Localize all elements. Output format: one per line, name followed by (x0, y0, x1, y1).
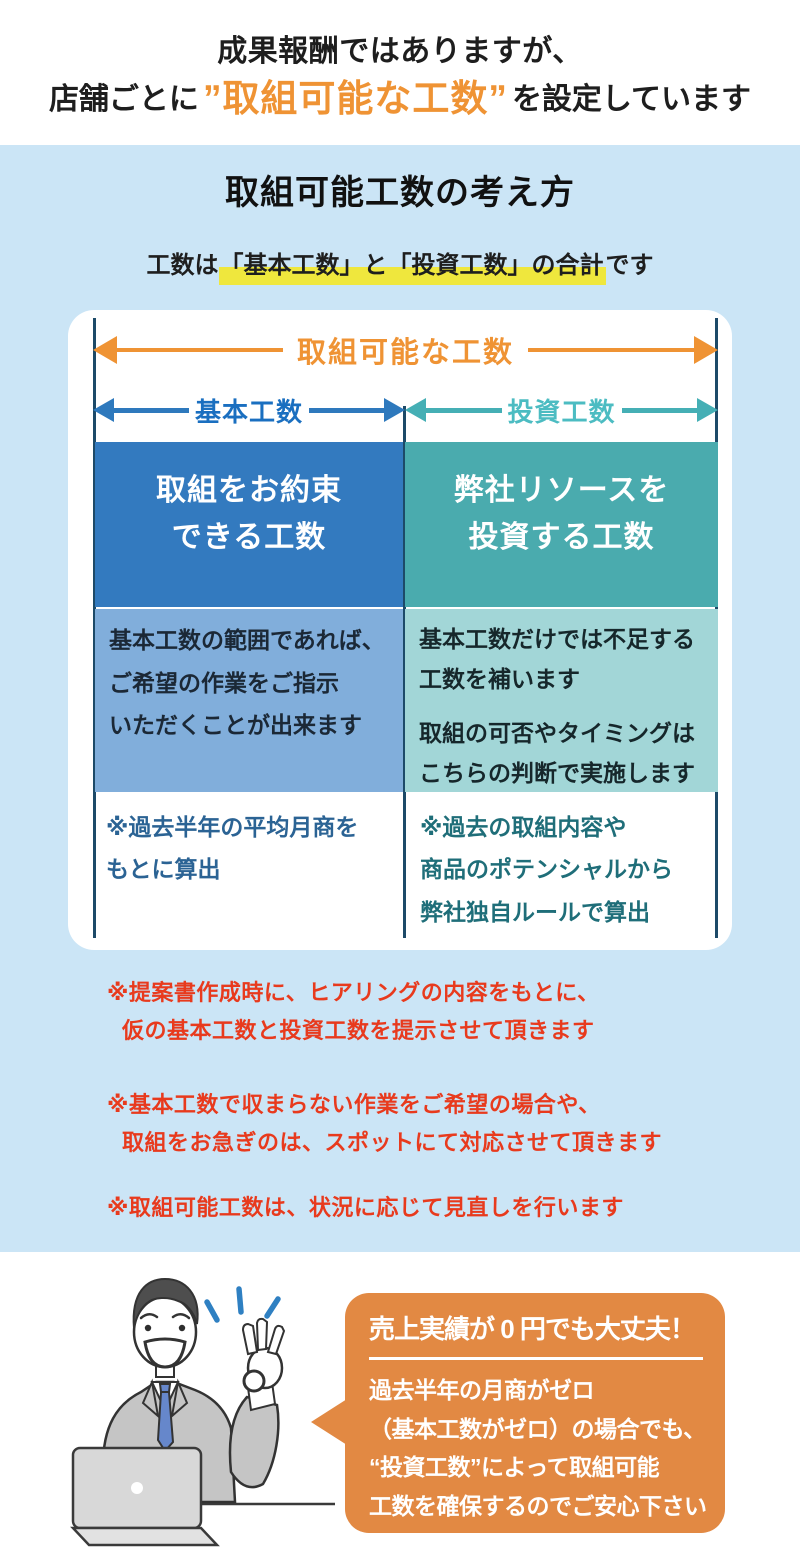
section-title: 取組可能工数の考え方 (225, 174, 575, 212)
invest-manhours-label: 投資工数 (507, 396, 616, 427)
subtitle-post: です (605, 252, 654, 279)
section-subtitle: 工数は「基本工数」と「投資工数」の合計です (0, 245, 800, 285)
subtitle-pre: 工数は (146, 252, 219, 279)
arrow-shaft (621, 407, 698, 413)
laptop-logo-dot (131, 1482, 143, 1494)
finger (266, 1324, 286, 1356)
headline-line1: 成果報酬ではありますが、 (217, 35, 583, 68)
remark-spot-support: ※基本工数で収まらない作業をご希望の場合や、 取組をお急ぎのは、スポットにて対応… (107, 1086, 662, 1162)
eyebrow-right (171, 1313, 191, 1320)
remark-line: 取組をお急ぎのは、スポットにて対応させて頂きます (122, 1130, 663, 1155)
headline-line2: 店舗ごとに”取組可能な工数”を設定しています (0, 68, 800, 122)
total-manhours-label: 取組可能な工数 (297, 337, 515, 369)
emphasis-line (204, 1299, 220, 1323)
invest-manhours-description: 基本工数だけでは不足する 工数を補います 取組の可否やタイミングは こちらの判断… (405, 609, 718, 792)
open-smile-mouth (143, 1337, 187, 1369)
subtitle-highlighted: 「基本工数」と「投資工数」の合計 (218, 252, 606, 285)
manhours-diagram-card: 取組可能な工数 基本工数 投資工数 取組をお約束 できる工数 弊社リソースを 投… (68, 310, 732, 950)
tie (156, 1391, 175, 1453)
arrow-shaft (426, 407, 502, 413)
invest-description-paragraph2: 取組の可否やタイミングは こちらの判断で実施します (419, 720, 695, 786)
suit-lapel-right (170, 1378, 189, 1419)
headline-line2-pre: 店舗ごとに (48, 83, 199, 116)
remark-proposal: ※提案書作成時に、ヒアリングの内容をもとに、 仮の基本工数と投資工数を提示させて… (107, 974, 600, 1050)
basic-manhours-label: 基本工数 (195, 396, 304, 427)
basic-manhours-description: 基本工数の範囲であれば、 ご希望の作業をご指示 いただくことが出来ます (95, 609, 403, 792)
basic-calculation-note: ※過去半年の平均月商を もとに算出 (106, 814, 359, 883)
remark-line: ※提案書作成時に、ヒアリングの内容をもとに、 (107, 980, 600, 1005)
emphasis-line (236, 1286, 244, 1315)
remark-line: ※基本工数で収まらない作業をご希望の場合や、 (107, 1092, 601, 1117)
finger (241, 1322, 259, 1356)
arrow-shaft (114, 407, 189, 413)
invest-manhours-arrow: 投資工数 (405, 394, 719, 427)
arrow-shaft (528, 348, 695, 352)
arrow-shaft (309, 407, 385, 413)
headline-line2-accent: ”取組可能な工数” (202, 78, 508, 119)
eye-left (144, 1324, 152, 1332)
headline-line2-post: を設定しています (511, 83, 752, 116)
arrow-shaft (117, 348, 283, 352)
callout-body: 過去半年の月商がゼロ （基本工数がゼロ）の場合でも、 “投資工数”によって取組可… (369, 1377, 707, 1519)
diagram-middle-boundary-line (403, 406, 406, 938)
arrow-right-head-icon (694, 336, 719, 364)
eyebrow-left (139, 1313, 159, 1320)
laptop-base (70, 1526, 220, 1547)
diagram-left-boundary-line (93, 318, 96, 938)
total-manhours-arrow: 取組可能な工数 (93, 332, 719, 369)
concept-section: 取組可能工数の考え方 工数は「基本工数」と「投資工数」の合計です 取組可能な工数… (0, 145, 800, 1252)
emphasis-line (264, 1296, 281, 1319)
tie-knot (158, 1383, 172, 1393)
suit-lapel-left (141, 1378, 160, 1419)
raised-arm-sleeve (228, 1395, 280, 1489)
speech-bubble-tail (311, 1399, 347, 1445)
invest-description-paragraph1: 基本工数だけでは不足する 工数を補います (419, 626, 695, 692)
eye-right (178, 1324, 186, 1332)
remark-line: 仮の基本工数と投資工数を提示させて頂きます (122, 1018, 595, 1043)
basic-manhours-arrow: 基本工数 (93, 394, 406, 427)
invest-calculation-note: ※過去の取組内容や 商品のポテンシャルから 弊社独自ルールで算出 (420, 814, 673, 925)
ok-circle (242, 1369, 266, 1393)
arrow-left-head-icon (93, 336, 117, 364)
reassurance-callout-bubble: 売上実績が 0 円でも大丈夫！ 過去半年の月商がゼロ （基本工数がゼロ）の場合で… (311, 1293, 725, 1533)
footer-section: 売上実績が 0 円でも大丈夫！ 過去半年の月商がゼロ （基本工数がゼロ）の場合で… (0, 1252, 800, 1568)
remark-review: ※取組可能工数は、状況に応じて見直しを行います (107, 1189, 624, 1227)
finger (255, 1317, 269, 1352)
callout-divider (369, 1357, 703, 1360)
callout-title: 売上実績が 0 円でも大丈夫！ (369, 1314, 696, 1344)
remark-line: ※取組可能工数は、状況に応じて見直しを行います (107, 1195, 624, 1220)
basic-manhours-header-block: 取組をお約束 できる工数 (95, 442, 403, 607)
invest-manhours-header-block: 弊社リソースを 投資する工数 (405, 442, 718, 607)
arrow-right-head-icon (697, 398, 719, 422)
hair (132, 1277, 199, 1329)
arrow-left-head-icon (405, 398, 426, 422)
businessman-illustration (70, 1277, 335, 1547)
arrow-right-head-icon (384, 398, 406, 422)
arrow-left-head-icon (93, 398, 114, 422)
